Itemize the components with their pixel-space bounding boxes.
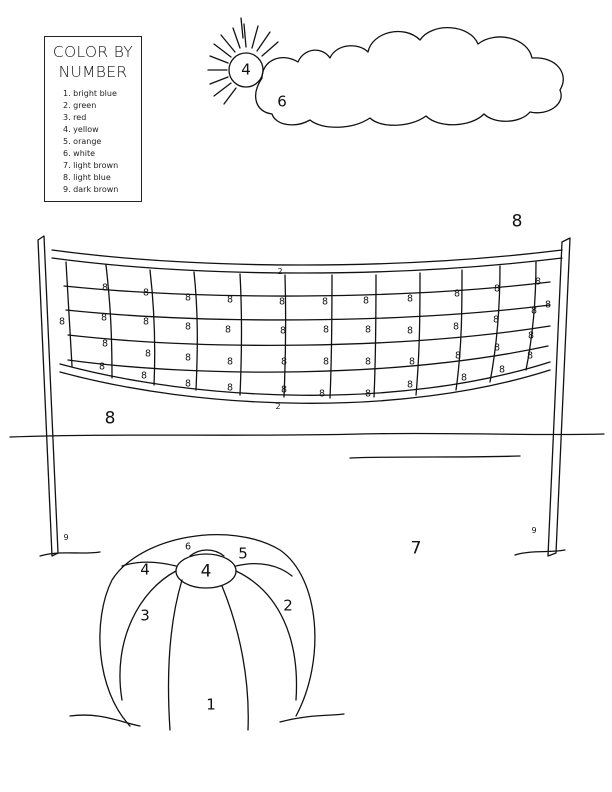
- cloud-number: 6: [277, 92, 287, 111]
- ball-top-number: 6: [184, 541, 192, 553]
- legend-title-line2: NUMBER: [58, 63, 128, 81]
- legend-item: 9. dark brown: [63, 185, 119, 194]
- beach-ball: [99, 534, 316, 731]
- left-pole: [37, 235, 101, 557]
- net-cell-number: 8: [226, 382, 234, 394]
- legend-item: 4. yellow: [63, 125, 99, 134]
- net-cell-number: 8: [322, 356, 330, 368]
- cloud: [255, 27, 564, 128]
- net-cell-number: 8: [321, 296, 329, 308]
- net-cell-number: 8: [498, 364, 506, 376]
- net-cell-number: 8: [493, 283, 501, 295]
- net-cell-number: 8: [544, 299, 552, 311]
- legend-item: 7. light brown: [63, 161, 119, 170]
- net-cell-number: 8: [280, 384, 288, 396]
- sky-number: 8: [511, 211, 523, 232]
- net-cell-number: 8: [184, 352, 192, 364]
- sand-line: [349, 455, 521, 459]
- net-cell-number: 8: [453, 288, 461, 300]
- net-cell-number: 8: [530, 305, 538, 317]
- net-cell-number: 8: [362, 295, 370, 307]
- legend-item: 3. red: [63, 113, 87, 122]
- net-cell-number: 8: [226, 294, 234, 306]
- net-cell-number: 8: [406, 325, 414, 337]
- net-cell-number: 8: [184, 321, 192, 333]
- legend-item: 8. light blue: [63, 173, 111, 182]
- sand-mound: [69, 713, 345, 727]
- net-cell-number: 8: [527, 330, 535, 342]
- net-bottom-band: [59, 361, 551, 396]
- net-cell-number: 8: [280, 356, 288, 368]
- color-legend: COLOR BY NUMBER 1. bright blue 2. green …: [44, 36, 142, 202]
- sun-number: 4: [241, 60, 251, 79]
- sun-rays: [207, 17, 279, 105]
- ball-top-center-number: 4: [200, 561, 212, 582]
- net-cell-number: 8: [184, 378, 192, 390]
- below-net-number: 8: [104, 408, 116, 429]
- legend-item: 6. white: [63, 149, 96, 158]
- legend-list: 1. bright blue 2. green 3. red 4. yellow…: [63, 88, 141, 196]
- net-cell-number: 8: [98, 361, 106, 373]
- net-cell-number: 8: [100, 312, 108, 324]
- ball-top-left-number: 4: [140, 560, 150, 579]
- sun: [207, 17, 279, 105]
- net-cell-number: 8: [226, 356, 234, 368]
- right-pole: [514, 237, 571, 557]
- net-cell-number: 8: [534, 276, 542, 288]
- ball-right-number: 2: [283, 596, 293, 615]
- net-cell-number: 8: [140, 370, 148, 382]
- net-cell-number: 8: [279, 325, 287, 337]
- net-cell-number: 8: [58, 316, 66, 328]
- net-cell-number: 8: [454, 350, 462, 362]
- net-cell-number: 8: [406, 379, 414, 391]
- volleyball-net: [51, 249, 563, 404]
- net-cell-number: 8: [493, 342, 501, 354]
- net-cell-number: 8: [460, 372, 468, 384]
- net-cell-number: 8: [406, 293, 414, 305]
- net-cell-number: 8: [452, 321, 460, 333]
- net-cell-number: 8: [278, 296, 286, 308]
- net-cell-number: 8: [364, 324, 372, 336]
- net-top-band: [51, 249, 563, 266]
- net-cell-number: 8: [364, 356, 372, 368]
- net-cell-number: 8: [184, 292, 192, 304]
- net-cell-number: 8: [101, 282, 109, 294]
- horizon-line: [9, 432, 605, 438]
- sand-number: 7: [410, 538, 422, 559]
- left-pole-number: 9: [63, 533, 69, 542]
- right-pole-number: 9: [531, 526, 537, 535]
- net-cell-number: 8: [142, 287, 150, 299]
- ball-bottom-number: 1: [206, 695, 216, 714]
- ball-left-number: 3: [140, 606, 150, 625]
- legend-item: 1. bright blue: [63, 89, 117, 98]
- ball-top-right-number: 5: [238, 544, 248, 563]
- net-cell-number: 8: [101, 338, 109, 350]
- legend-title: COLOR BY NUMBER: [45, 42, 141, 82]
- net-top-band-number: 2: [277, 267, 283, 276]
- net-cell-number: 8: [322, 324, 330, 336]
- net-cell-number: 8: [224, 324, 232, 336]
- net-cell-number: 8: [364, 388, 372, 400]
- net-bottom-band-number: 2: [275, 402, 281, 411]
- legend-title-line1: COLOR BY: [52, 43, 134, 61]
- net-cell-number: 8: [492, 314, 500, 326]
- legend-item: 5. orange: [63, 137, 102, 146]
- net-cell-number: 8: [144, 348, 152, 360]
- net-cell-number: 8: [526, 350, 534, 362]
- legend-item: 2. green: [63, 101, 97, 110]
- net-cell-number: 8: [408, 356, 416, 368]
- net-cell-number: 8: [142, 316, 150, 328]
- net-cell-number: 8: [318, 388, 326, 400]
